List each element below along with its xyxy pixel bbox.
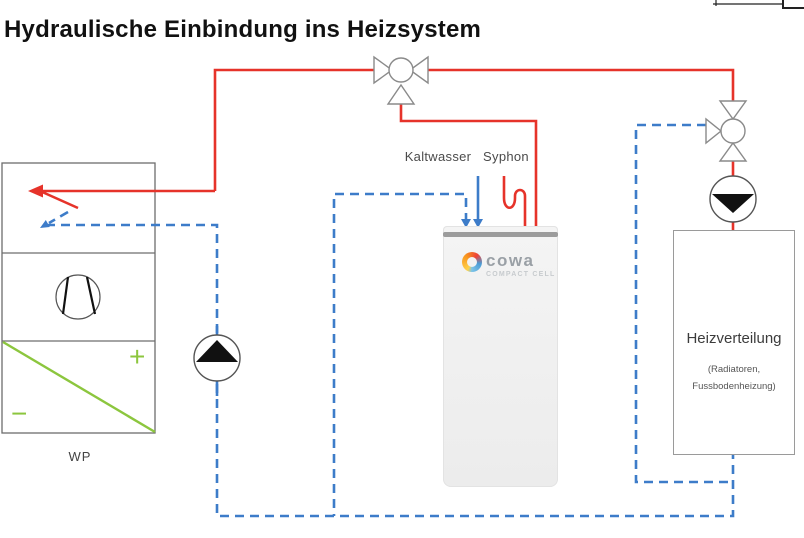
return-pipes-solid-stubs [215, 176, 480, 396]
mixing-valve-top-icon [373, 55, 429, 105]
supply-arrow-icon [28, 184, 43, 198]
supply-pipes-red [39, 68, 735, 231]
cropped-artifact-icon [713, 0, 804, 9]
page-title: Hydraulische Einbindung ins Heizsystem [4, 16, 482, 43]
cowa-storage-tank: cowa COMPACT CELL [443, 226, 558, 487]
tank-top-band [443, 232, 558, 237]
syphon-pipe [502, 176, 527, 230]
pump-left-icon [193, 334, 241, 382]
tank-model-name: COMPACT CELL [486, 271, 556, 278]
plus-sign: + [129, 341, 146, 372]
syphon-label: Syphon [483, 149, 529, 164]
heat-pump-internals [2, 252, 156, 434]
kaltwasser-arrow-icon [473, 219, 483, 228]
heizverteilung-subtitle-line2: Fussbodenheizung) [692, 381, 776, 392]
return-arrow-icon [40, 220, 50, 228]
heizverteilung-subtitle-line1: (Radiatoren, [707, 364, 761, 375]
wp-label: WP [68, 449, 92, 464]
return-pipes-blue [46, 123, 735, 518]
tank-return-arrow-icon [461, 219, 471, 228]
minus-sign: − [11, 398, 28, 429]
pump-right-icon [709, 175, 757, 223]
mixing-valve-right-icon [705, 100, 748, 162]
cowa-logo: cowa COMPACT CELL [462, 252, 556, 278]
heizverteilung-box: Heizverteilung (Radiatoren, Fussbodenhei… [673, 230, 795, 455]
temperature-gradient-line [2, 340, 156, 434]
fan-icon [55, 274, 101, 320]
kaltwasser-label: Kaltwasser [404, 149, 472, 164]
heizverteilung-title: Heizverteilung [686, 330, 782, 347]
cowa-swirl-icon [462, 252, 482, 272]
tank-brand-name: cowa [486, 251, 535, 270]
